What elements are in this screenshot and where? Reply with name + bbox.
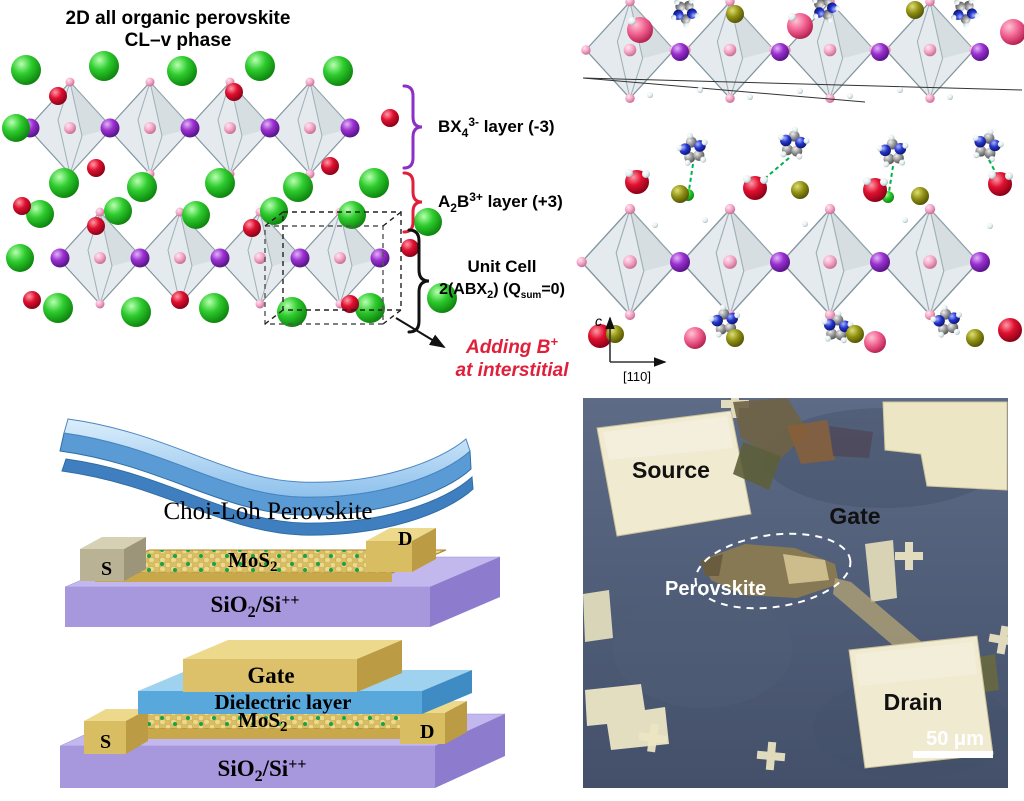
source-pad: [596, 410, 752, 537]
device1-drain-electrode: [366, 528, 436, 572]
device2-gate-label: Gate: [247, 663, 294, 688]
device1-drain-label: D: [398, 528, 412, 550]
device2-substrate-label: SiO2/Si++: [218, 756, 307, 785]
brace-ab-layer: [402, 171, 423, 234]
brace-bx-layer: [402, 84, 423, 170]
device1-source-label: S: [101, 558, 112, 580]
device2-dielectric-label: Dielectric layer: [215, 690, 352, 714]
label-unit-cell-line2: 2(ABX2) (Qsum=0): [439, 281, 565, 301]
purple-b-site-spheres: [670, 43, 990, 272]
device1-channel-label: MoS2: [228, 548, 278, 575]
axis-110-label: [110]: [623, 369, 651, 384]
flake-label: Choi-Loh Perovskite: [163, 498, 372, 525]
panel-crystal-structure-right: c [110]: [575, 0, 1024, 384]
device2: Gate Dielectric layer S D MoS2 SiO2/Si++: [59, 640, 506, 788]
water-red-spheres: [588, 169, 1022, 348]
device2-source-label: S: [100, 731, 111, 753]
hydrogen-atoms-scatter: [647, 87, 993, 229]
green-x-site-spheres: [2, 51, 457, 327]
gate-pad: [865, 401, 1008, 602]
hydrogen-bonds: [688, 157, 999, 193]
red-oxygen-spheres: [13, 83, 419, 313]
brace-unit-cell: [407, 228, 430, 334]
gate-label: Gate: [829, 503, 880, 529]
panel-micrograph: Source Gate Perovskite Drain 50 μm: [583, 398, 1008, 788]
axis-c-label: c: [595, 313, 602, 329]
device1-substrate-label: SiO2/Si++: [211, 592, 300, 621]
label-adding-b-line2: at interstitial: [456, 360, 570, 381]
label-ab-layer: A2B3+ layer (+3): [438, 190, 563, 215]
device2-drain-label: D: [420, 721, 434, 743]
pink-spheres: [627, 13, 1024, 353]
scale-bar-label: 50 μm: [926, 728, 984, 750]
perovskite-label: Perovskite: [665, 578, 766, 600]
drain-label: Drain: [884, 689, 943, 715]
tilt-reference-lines: [582, 77, 1023, 103]
panel-title-line1: 2D all organic perovskite: [66, 8, 291, 29]
bottom-left-pads: [583, 590, 669, 750]
chloride-green-atoms: [682, 189, 894, 203]
scale-bar: 50 μm: [913, 728, 993, 758]
label-unit-cell-line1: Unit Cell: [468, 257, 537, 276]
device1-source-electrode: [80, 537, 146, 581]
device2-gate-electrode: [183, 640, 402, 692]
device2-source-electrode: [84, 709, 148, 754]
drain-pad: [848, 635, 994, 769]
perovskite-flake: [59, 418, 474, 536]
purple-b-site-spheres: [20, 118, 390, 268]
panel-crystal-structure-left: 2D all organic perovskite CL–v phase: [2, 8, 570, 381]
debris-flakes: [733, 398, 873, 490]
device2-channel-label: MoS2: [238, 708, 288, 735]
label-bx-layer: BX43- layer (-3): [438, 115, 555, 140]
device1: S D MoS2 SiO2/Si++: [64, 528, 501, 627]
perovskite-outline: [694, 532, 852, 610]
chloromethyl-olive-spheres: [606, 1, 984, 347]
label-adding-b-line1: Adding B+: [465, 334, 558, 358]
axis-indicator: c [110]: [595, 313, 667, 384]
device1-mos2-layer: [94, 549, 447, 582]
source-label: Source: [632, 457, 710, 483]
unit-cell-box: [264, 211, 402, 325]
arrow-to-interstitial: [395, 317, 446, 349]
panel-title-line2: CL–v phase: [125, 30, 232, 51]
scale-bar-line: [913, 751, 993, 758]
panel-device-schematics: Choi-Loh Perovskite S D MoS2 SiO2/: [59, 418, 506, 788]
